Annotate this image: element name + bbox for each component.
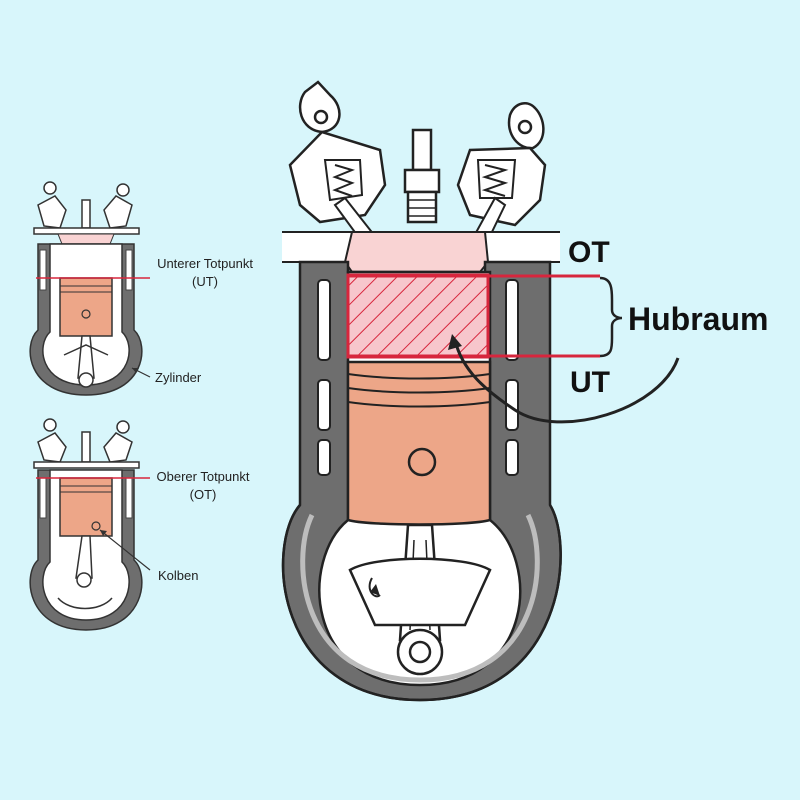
hubraum-arrow [453, 339, 680, 424]
small-piston-2 [59, 477, 113, 537]
small-engine-top-dead-center: Oberer Totpunkt (OT) Kolben [29, 418, 250, 631]
label-unterer-totpunkt: Unterer Totpunkt [157, 256, 253, 271]
intake-valve-icon [288, 80, 387, 248]
label-hubraum: Hubraum [628, 301, 768, 337]
hubraum-brace [599, 276, 623, 358]
label-ut-abbr: (UT) [192, 274, 218, 289]
label-ot: OT [568, 236, 610, 269]
spark-plug-icon [403, 128, 441, 224]
combustion-chamber [343, 231, 490, 273]
displacement-volume [346, 273, 490, 359]
main-piston [346, 360, 492, 526]
valve-train-icon [37, 181, 133, 229]
main-engine: OT UT Hubraum [281, 80, 768, 702]
label-zylinder: Zylinder [155, 370, 202, 385]
valve-train-icon [37, 418, 133, 463]
crankshaft-icon [348, 523, 492, 676]
label-ut: UT [570, 366, 610, 399]
small-piston-1 [59, 277, 113, 337]
label-ot-abbr: (OT) [190, 487, 217, 502]
label-kolben: Kolben [158, 568, 198, 583]
label-oberer-totpunkt: Oberer Totpunkt [157, 469, 250, 484]
small-engine-bottom-dead-center: Unterer Totpunkt (UT) Zylinder [29, 181, 253, 396]
